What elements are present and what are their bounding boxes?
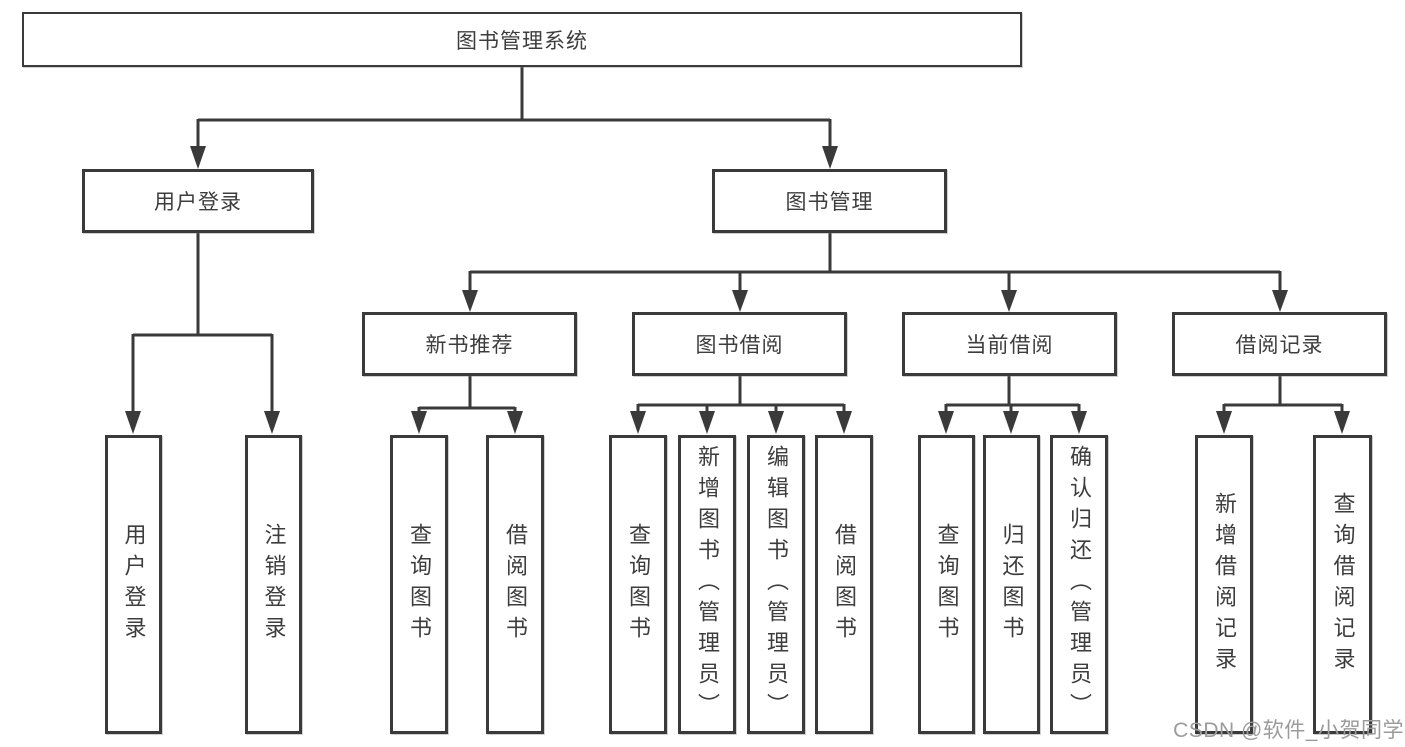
csdn-watermark: CSDN @软件_小贺同学 — [1173, 719, 1404, 742]
leaf-query-books-current: 查询图书 — [918, 435, 975, 734]
leaf-query-books-recommend: 查询图书 — [390, 435, 448, 734]
arrowheads — [125, 146, 1350, 434]
node-book-management: 图书管理 — [712, 169, 947, 233]
leaf-return-books: 归还图书 — [983, 435, 1040, 734]
leaf-user-login: 用户登录 — [105, 435, 162, 734]
node-new-book-recommend: 新书推荐 — [362, 312, 577, 376]
leaf-add-borrow-record: 新增借阅记录 — [1195, 435, 1253, 734]
leaf-confirm-return-admin: 确认归还（管理员） — [1050, 435, 1108, 734]
leaf-query-borrow-record: 查询借阅记录 — [1313, 435, 1372, 734]
leaf-query-books-borrow: 查询图书 — [609, 435, 667, 734]
node-book-borrow: 图书借阅 — [632, 312, 847, 376]
leaf-borrow-books: 借阅图书 — [815, 435, 873, 734]
leaf-logout: 注销登录 — [245, 435, 302, 734]
node-user-login: 用户登录 — [82, 169, 314, 233]
node-borrow-records: 借阅记录 — [1172, 312, 1387, 376]
node-library-management-system: 图书管理系统 — [22, 12, 1022, 67]
leaf-borrow-books-recommend: 借阅图书 — [486, 435, 544, 734]
leaf-edit-books-admin: 编辑图书（管理员） — [747, 435, 805, 734]
node-current-borrow: 当前借阅 — [902, 312, 1117, 376]
leaf-add-books-admin: 新增图书（管理员） — [678, 435, 736, 734]
